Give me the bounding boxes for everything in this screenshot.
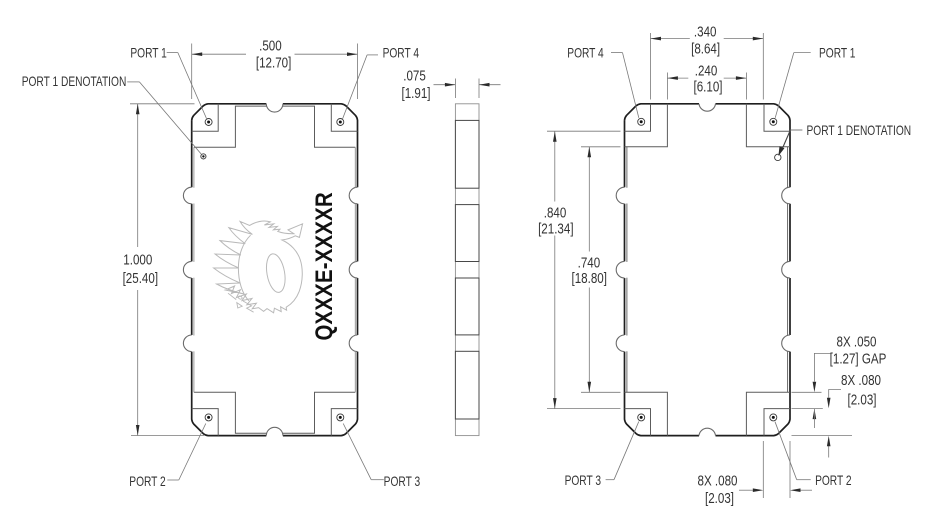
svg-text:1.000: 1.000	[123, 251, 152, 268]
svg-text:PORT 1: PORT 1	[819, 45, 856, 61]
svg-text:PORT 2: PORT 2	[129, 474, 166, 490]
svg-text:PORT 1 DENOTATION: PORT 1 DENOTATION	[22, 74, 127, 90]
svg-text:8X .080: 8X .080	[841, 372, 881, 389]
svg-text:[6.10]: [6.10]	[693, 78, 722, 95]
svg-text:[21.34]: [21.34]	[538, 220, 573, 237]
svg-text:QXXXE-XXXXR: QXXXE-XXXXR	[311, 192, 338, 340]
svg-text:8X .050: 8X .050	[837, 333, 877, 350]
svg-text:[25.40]: [25.40]	[123, 270, 158, 287]
svg-text:PORT 3: PORT 3	[565, 473, 602, 489]
svg-text:PORT 1: PORT 1	[130, 45, 167, 61]
svg-text:PORT 2: PORT 2	[815, 473, 852, 489]
svg-text:.240: .240	[695, 62, 718, 79]
svg-text:[2.03]: [2.03]	[847, 391, 876, 408]
svg-text:PORT 1 DENOTATION: PORT 1 DENOTATION	[806, 123, 911, 139]
svg-text:[1.91]: [1.91]	[401, 85, 430, 102]
svg-text:.500: .500	[259, 37, 282, 54]
svg-text:.340: .340	[694, 23, 717, 40]
svg-text:PORT 4: PORT 4	[567, 45, 604, 61]
svg-text:PORT 3: PORT 3	[384, 474, 421, 490]
svg-text:[8.64]: [8.64]	[691, 40, 720, 57]
svg-text:[18.80]: [18.80]	[571, 270, 606, 287]
svg-text:PORT 4: PORT 4	[383, 45, 420, 61]
svg-text:[1.27] GAP: [1.27] GAP	[830, 350, 887, 367]
svg-text:[12.70]: [12.70]	[256, 54, 291, 71]
svg-text:[2.03]: [2.03]	[705, 490, 734, 507]
svg-text:.075: .075	[403, 67, 426, 84]
svg-text:.740: .740	[578, 254, 601, 271]
svg-text:.840: .840	[544, 204, 567, 221]
svg-text:8X .080: 8X .080	[698, 472, 738, 489]
